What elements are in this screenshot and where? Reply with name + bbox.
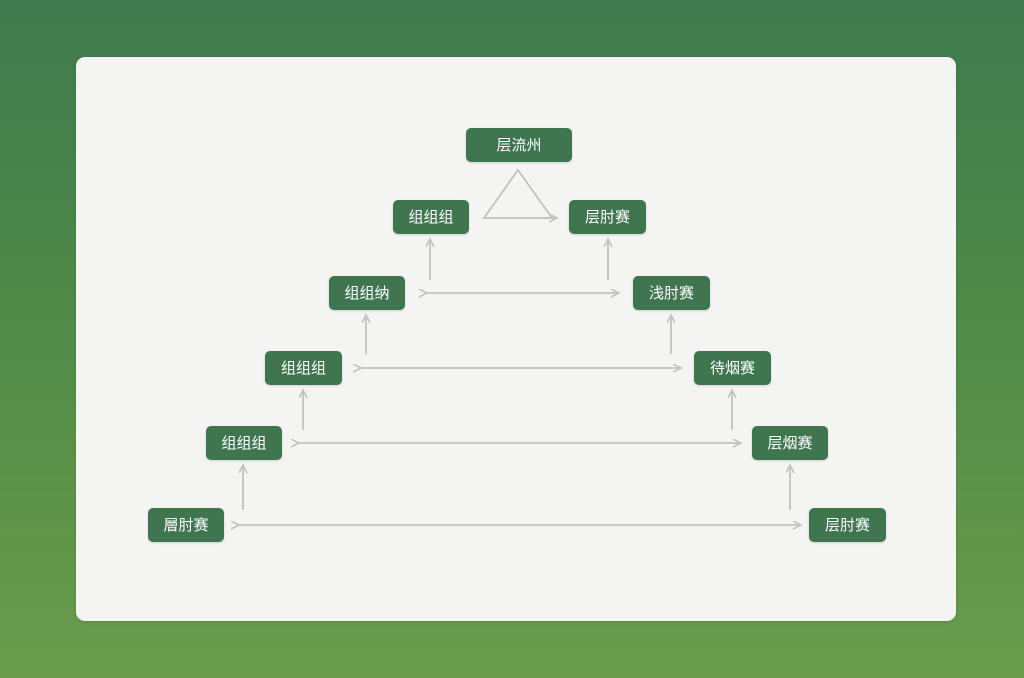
node-right-1[interactable]: 层肘赛: [569, 200, 646, 234]
node-left-2[interactable]: 组组纳: [329, 276, 405, 310]
node-top[interactable]: 层流州: [466, 128, 572, 162]
node-right-4[interactable]: 层烟赛: [752, 426, 828, 460]
node-left-5[interactable]: 層肘赛: [148, 508, 224, 542]
node-left-3[interactable]: 组组组: [265, 351, 342, 385]
node-right-5[interactable]: 层肘赛: [809, 508, 886, 542]
node-right-2[interactable]: 浅肘赛: [633, 276, 710, 310]
node-left-4[interactable]: 组组组: [206, 426, 282, 460]
node-left-1[interactable]: 组组组: [393, 200, 469, 234]
node-right-3[interactable]: 待烟赛: [694, 351, 771, 385]
